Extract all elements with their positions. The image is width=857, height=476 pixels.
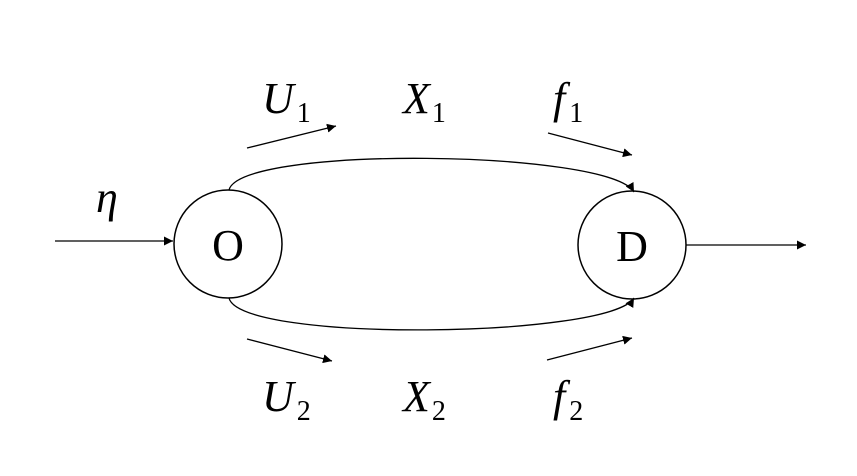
upper-x-label: X1 [401,74,446,129]
lower-route-edge [228,297,635,331]
origin-node-label: O [212,221,244,270]
lower-f-arrow [546,335,633,361]
lower-x-label: X2 [401,372,446,427]
upper-f-arrow [547,132,633,158]
origin-node [173,189,283,299]
upper-u-arrow [246,123,337,149]
inflow-label: η [96,173,118,222]
lower-u-arrow [246,338,333,364]
upper-route-edge [228,157,635,193]
destination-node-label: D [616,222,648,271]
